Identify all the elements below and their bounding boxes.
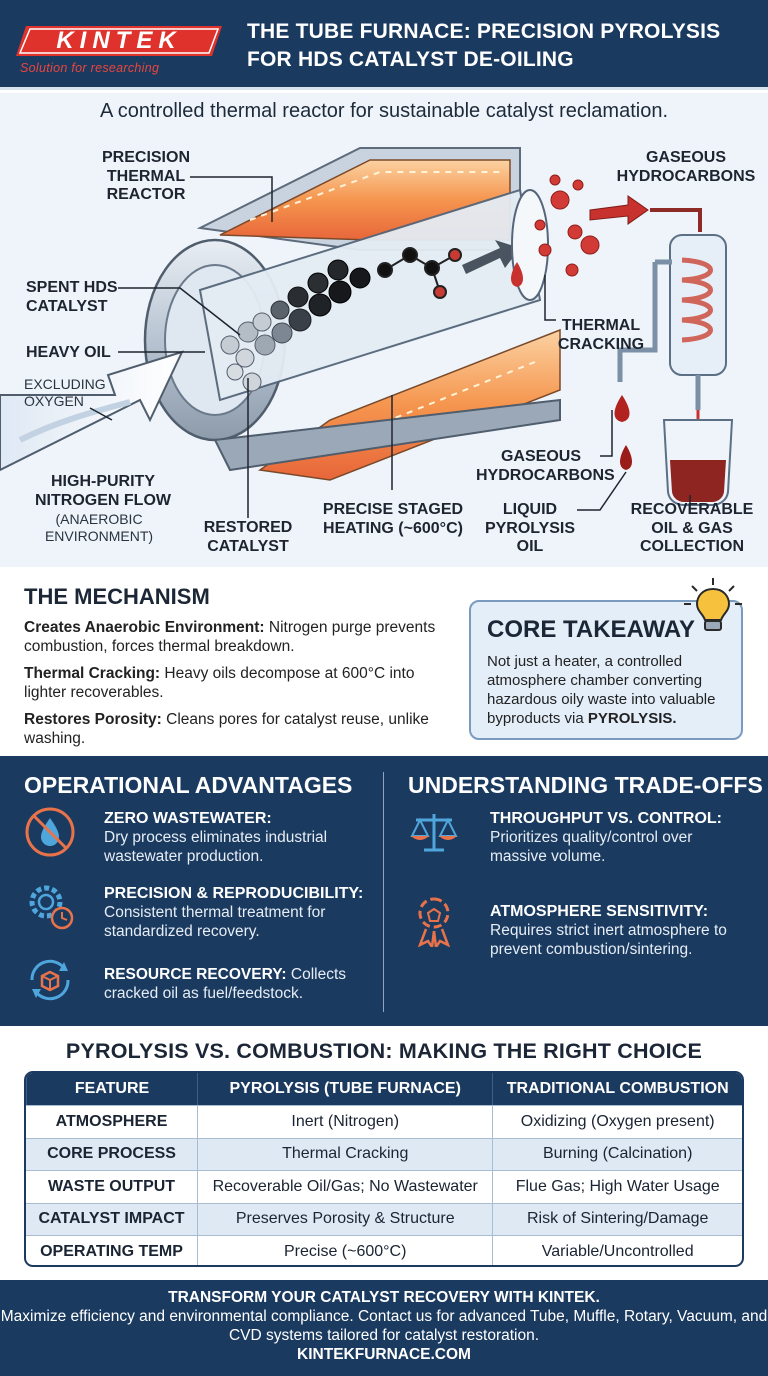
label-nitrogen-flow: HIGH-PURITY NITROGEN FLOW bbox=[35, 473, 171, 509]
advantages-title: OPERATIONAL ADVANTAGES bbox=[24, 772, 353, 798]
balance-scale-icon bbox=[410, 814, 458, 852]
gas-bubbles bbox=[534, 174, 600, 277]
logo-badge-icon bbox=[16, 26, 222, 56]
tradeoff-throughput: THROUGHPUT VS. CONTROL:Prioritizes quali… bbox=[490, 810, 722, 865]
label-gaseous-top: GASEOUS HYDROCARBONS bbox=[616, 149, 756, 185]
table-cell: Recoverable Oil/Gas; No Wastewater bbox=[197, 1171, 492, 1203]
logo-tagline: Solution for researching bbox=[20, 61, 160, 75]
table-cell: Precise (~600°C) bbox=[197, 1235, 492, 1265]
table-cell: Inert (Nitrogen) bbox=[197, 1106, 492, 1138]
label-heavy-oil: HEAVY OIL bbox=[26, 344, 111, 361]
core-takeaway-box: CORE TAKEAWAY Not just a heater, a contr… bbox=[469, 600, 743, 740]
kintek-logo[interactable]: KINTEK bbox=[16, 24, 222, 60]
comparison-title: PYROLYSIS VS. COMBUSTION: MAKING THE RIG… bbox=[65, 1039, 703, 1063]
hydrocarbon-molecules bbox=[377, 247, 462, 299]
table-row: CATALYST IMPACT Preserves Porosity & Str… bbox=[26, 1202, 742, 1235]
table-cell: Burning (Calcination) bbox=[492, 1138, 742, 1171]
catalyst-pellets bbox=[220, 259, 371, 392]
furnace-illustration bbox=[0, 147, 734, 518]
table-cell: Flue Gas; High Water Usage bbox=[492, 1171, 742, 1203]
advantage-precision: PRECISION & REPRODUCIBILITY:Consistent t… bbox=[104, 885, 364, 940]
footer-cta: TRANSFORM YOUR CATALYST RECOVERY WITH KI… bbox=[168, 1289, 600, 1306]
comparison-table: FEATURE PYROLYSIS (TUBE FURNACE) TRADITI… bbox=[24, 1071, 744, 1267]
label-reactor: PRECISION THERMAL REACTOR bbox=[101, 149, 190, 203]
tradeoff-atmosphere: ATMOSPHERE SENSITIVITY:Requires strict i… bbox=[490, 903, 727, 958]
mechanism-item: Creates Anaerobic Environment: Nitrogen … bbox=[24, 619, 436, 655]
label-excluding-oxygen: EXCLUDING OXYGEN bbox=[24, 376, 106, 409]
footer-website-link[interactable]: KINTEKFURNACE.COM bbox=[297, 1346, 471, 1363]
badge-warning-icon bbox=[417, 897, 451, 947]
no-water-icon bbox=[25, 807, 75, 857]
advantages-tradeoffs-band bbox=[0, 756, 768, 1026]
table-cell: OPERATING TEMP bbox=[40, 1242, 183, 1260]
table-row: WASTE OUTPUT Recoverable Oil/Gas; No Was… bbox=[26, 1170, 742, 1203]
table-row: OPERATING TEMP Precise (~600°C) Variable… bbox=[26, 1234, 742, 1265]
table-cell: Risk of Sintering/Damage bbox=[492, 1203, 742, 1235]
section-divider bbox=[383, 772, 384, 1012]
beaker-icon bbox=[662, 419, 734, 506]
table-cell: CATALYST IMPACT bbox=[38, 1210, 185, 1228]
label-liquid-oil: LIQUID PYROLYSIS OIL bbox=[484, 501, 576, 555]
table-header-row: FEATURE PYROLYSIS (TUBE FURNACE) TRADITI… bbox=[26, 1073, 742, 1106]
mechanism-section: THE MECHANISM Creates Anaerobic Environm… bbox=[24, 584, 454, 756]
table-cell: Variable/Uncontrolled bbox=[492, 1235, 742, 1265]
table-cell: WASTE OUTPUT bbox=[47, 1177, 176, 1195]
mechanism-title: THE MECHANISM bbox=[24, 584, 210, 609]
logo-text: KINTEK bbox=[56, 27, 182, 54]
header-cell: FEATURE bbox=[26, 1073, 197, 1106]
label-staged-heating: PRECISE STAGED HEATING (~600°C) bbox=[322, 501, 464, 537]
gear-clock-icon bbox=[29, 885, 74, 930]
table-cell: ATMOSPHERE bbox=[55, 1113, 168, 1131]
tube-furnace-diagram: PRECISION THERMAL REACTOR SPENT HDS CATA… bbox=[0, 93, 768, 567]
recycle-box-icon bbox=[30, 959, 70, 1001]
core-takeaway-text: Not just a heater, a controlled atmosphe… bbox=[487, 653, 716, 727]
label-anaerobic: (ANAEROBIC ENVIRONMENT) bbox=[44, 511, 154, 544]
header-cell: PYROLYSIS (TUBE FURNACE) bbox=[197, 1073, 492, 1106]
table-cell: CORE PROCESS bbox=[47, 1145, 176, 1163]
page-title: THE TUBE FURNACE: PRECISION PYROLYSIS FO… bbox=[247, 20, 721, 71]
label-gaseous-mid: GASEOUS HYDROCARBONS bbox=[476, 448, 615, 484]
mechanism-item: Thermal Cracking: Heavy oils decompose a… bbox=[24, 665, 415, 701]
header: KINTEK Solution for researching THE TUBE… bbox=[0, 0, 768, 90]
tradeoffs-title: UNDERSTANDING TRADE-OFFS bbox=[408, 772, 763, 798]
table-cell: Preserves Porosity & Structure bbox=[197, 1203, 492, 1235]
mechanism-item: Restores Porosity: Cleans pores for cata… bbox=[24, 711, 429, 747]
label-spent-catalyst: SPENT HDS CATALYST bbox=[26, 279, 118, 315]
core-takeaway-title: CORE TAKEAWAY bbox=[487, 616, 696, 643]
condenser-icon bbox=[652, 234, 727, 420]
label-recoverable-collection: RECOVERABLE OIL & GAS COLLECTION bbox=[630, 501, 754, 555]
label-restored-catalyst: RESTORED CATALYST bbox=[203, 519, 293, 555]
footer: TRANSFORM YOUR CATALYST RECOVERY WITH KI… bbox=[0, 1280, 768, 1376]
label-thermal-cracking: THERMAL CRACKING bbox=[557, 317, 645, 353]
advantage-zero-wastewater: ZERO WASTEWATER:Dry process eliminates i… bbox=[104, 810, 328, 865]
table-row: CORE PROCESS Thermal Cracking Burning (C… bbox=[26, 1137, 742, 1171]
table-cell: Thermal Cracking bbox=[197, 1138, 492, 1171]
table-row: ATMOSPHERE Inert (Nitrogen) Oxidizing (O… bbox=[26, 1105, 742, 1138]
advantage-resource-recovery: RESOURCE RECOVERY: Collects cracked oil … bbox=[104, 966, 347, 1002]
table-cell: Oxidizing (Oxygen present) bbox=[492, 1106, 742, 1138]
lightbulb-icon bbox=[684, 578, 742, 631]
diagram-subtitle: A controlled thermal reactor for sustain… bbox=[99, 100, 669, 122]
footer-body: Maximize efficiency and environmental co… bbox=[0, 1308, 768, 1344]
header-cell: TRADITIONAL COMBUSTION bbox=[492, 1073, 742, 1106]
